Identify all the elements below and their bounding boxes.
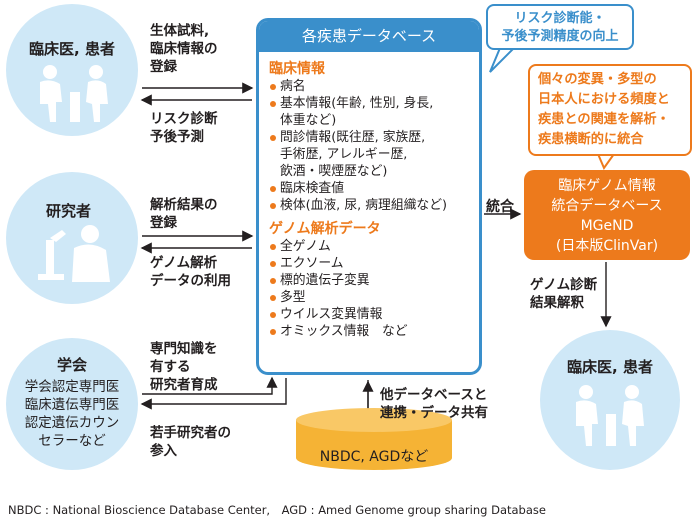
edge-label-genome-interpretation: ゲノム診断 結果解釈 [530, 277, 598, 311]
society-node-title: 学会 [56, 356, 87, 374]
clinician-node-title-right: 臨床医, 患者 [567, 358, 653, 376]
list-item: 臨床検査値 [269, 180, 475, 197]
mgend-line: 臨床ゲノム情報 [558, 178, 656, 194]
clinician-patient-node-left: 臨床医, 患者 [6, 4, 138, 136]
society-node-members: 学会認定専門医 臨床遺伝専門医 認定遺伝カウン セラーなど [6, 378, 138, 450]
edge-label-sharing: 他データベースと 連携・データ共有 [380, 387, 488, 421]
microscope-researcher-icon [38, 225, 110, 282]
disease-database-box: 各疾患データベース 臨床情報 病名 基本情報(年齢, 性別, 身長, 体重など)… [256, 18, 482, 375]
edge-label-clinical-register: 生体試料, 臨床情報の 登録 [150, 23, 218, 75]
genome-data-list: 全ゲノム エクソーム 標的遺伝子変異 多型 ウイルス変異情報 オミックス情報 な… [259, 238, 479, 340]
list-item: 基本情報(年齢, 性別, 身長, [269, 95, 475, 112]
society-member-line: 臨床遺伝専門医 [24, 397, 120, 413]
clinician-node-title: 臨床医, 患者 [29, 40, 115, 58]
list-item: オミックス情報 など [269, 323, 475, 340]
society-node: 学会 学会認定専門医 臨床遺伝専門医 認定遺伝カウン セラーなど [6, 338, 138, 470]
society-member-line: 学会認定専門医 [24, 379, 120, 395]
list-item: エクソーム [269, 255, 475, 272]
footnote: NBDC : National Bioscience Database Cent… [8, 503, 546, 517]
mgend-line: 統合データベース [551, 198, 663, 214]
list-item: 全ゲノム [269, 238, 475, 255]
clinical-info-list: 病名 基本情報(年齢, 性別, 身長, 体重など) 問診情報(既往歴, 家族歴,… [259, 78, 479, 214]
edge-label-young-researchers: 若手研究者の 参入 [150, 425, 231, 459]
edge-label-risk-prediction: リスク診断 予後予測 [150, 111, 218, 145]
researcher-node: 研究者 [6, 172, 138, 304]
doctor-patient-icon [40, 65, 108, 122]
database-title: 各疾患データベース [259, 21, 479, 52]
mgend-database-box: 臨床ゲノム情報 統合データベース MGeND (日本版ClinVar) [524, 170, 690, 260]
list-item: 病名 [269, 78, 475, 95]
list-item: 検体(血液, 尿, 病理組織など) [269, 197, 475, 214]
doctor-patient-icon-right [576, 385, 644, 446]
list-item: 多型 [269, 289, 475, 306]
researcher-node-title: 研究者 [46, 202, 92, 220]
list-item-continuation: 体重など) [280, 113, 337, 128]
society-member-line: セラーなど [38, 433, 106, 449]
edge-label-analysis-register: 解析結果の 登録 [150, 197, 218, 231]
list-item: 標的遺伝子変異 [269, 272, 475, 289]
edge-label-expert-training: 専門知識を 有する 研究者育成 [150, 341, 218, 393]
nbdc-agd-label: NBDC, AGDなど [319, 449, 429, 465]
mgend-line: (日本版ClinVar) [555, 238, 659, 254]
list-item-continuation: 手術歴, アレルギー歴, [280, 147, 408, 162]
mgend-line: MGeND [580, 218, 634, 234]
edge-label-integration: 統合 [486, 199, 514, 215]
edge-label-genome-use: ゲノム解析 データの利用 [150, 255, 231, 289]
genome-data-title: ゲノム解析データ [269, 221, 381, 237]
risk-diagnosis-bubble: リスク診断能・ 予後予測精度の向上 [486, 4, 634, 50]
clinician-patient-node-right: 臨床医, 患者 [540, 330, 680, 470]
nbdc-cylinder-shape [296, 408, 452, 470]
clinical-info-title: 臨床情報 [269, 61, 325, 77]
list-item: 問診情報(既往歴, 家族歴, [269, 129, 475, 146]
integration-purpose-bubble: 個々の変異・多型の 日本人における頻度と 疾患との関連を解析・ 疾患横断的に統合 [528, 64, 692, 156]
list-item: ウイルス変異情報 [269, 306, 475, 323]
list-item-continuation: 飲酒・喫煙歴など) [280, 164, 388, 179]
society-member-line: 認定遺伝カウン [24, 415, 120, 431]
